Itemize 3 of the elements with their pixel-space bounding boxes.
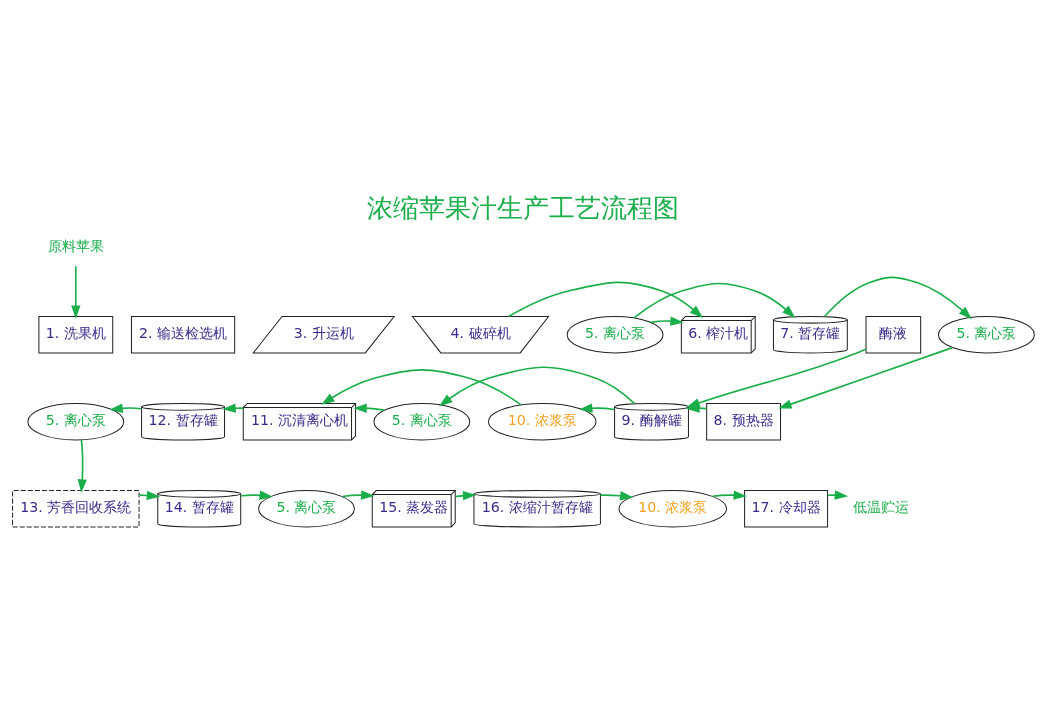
node-text: 原料苹果	[47, 237, 104, 254]
node-text: 低温贮运	[853, 498, 910, 515]
diagram-title: 浓缩苹果汁生产工艺流程图	[367, 192, 680, 223]
